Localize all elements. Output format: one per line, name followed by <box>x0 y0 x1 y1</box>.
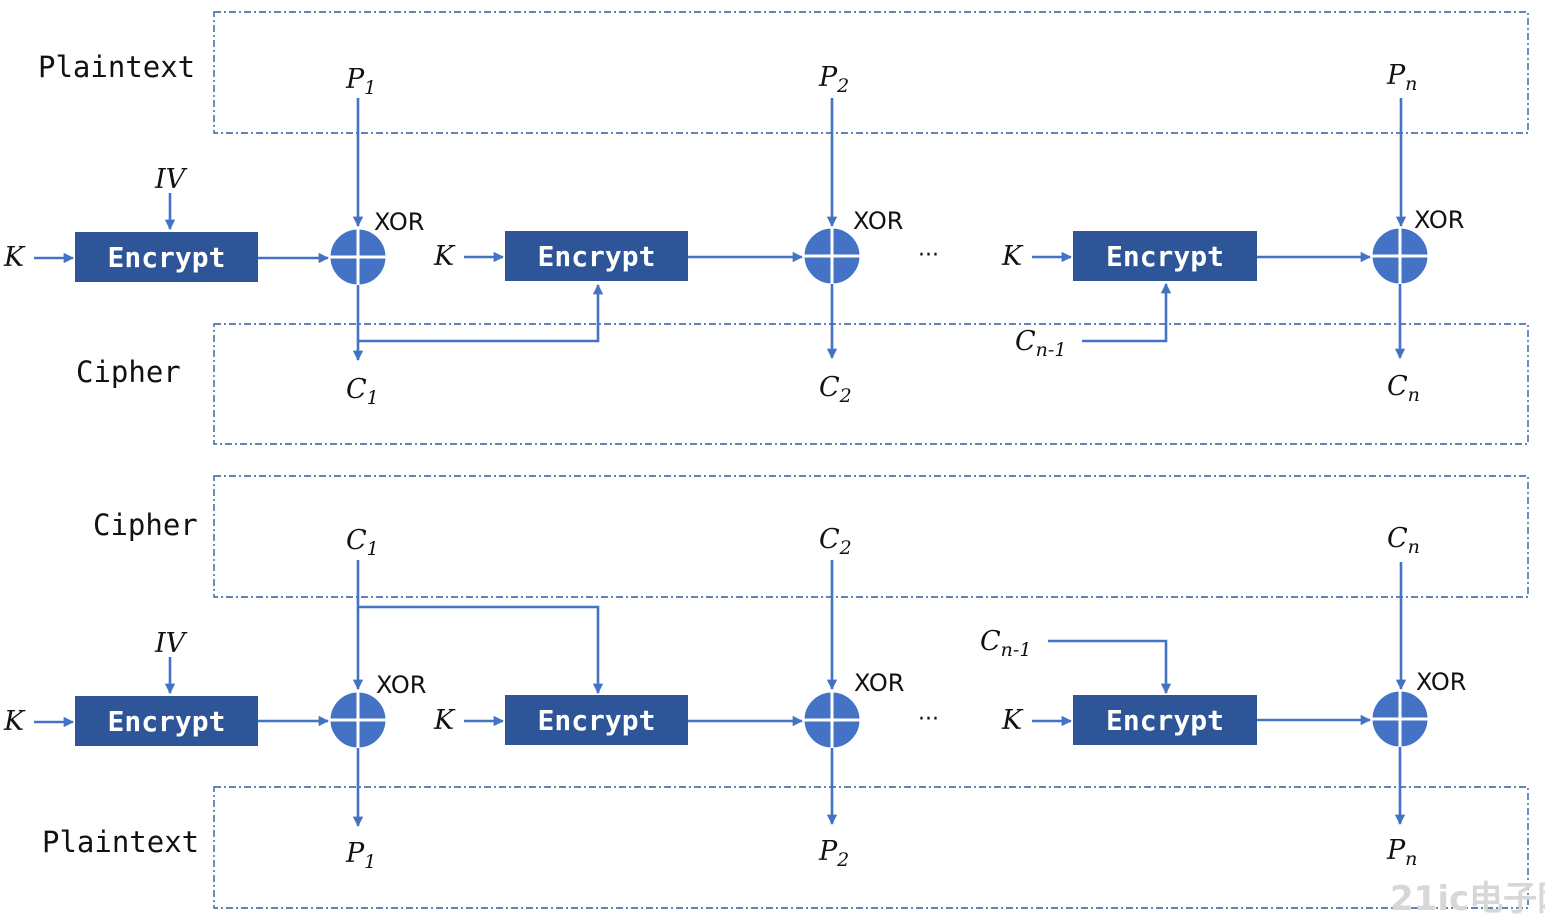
plaintext-input-label: Pn <box>1386 60 1417 95</box>
feedback-arrow <box>358 283 604 343</box>
region-label-plaintext: Plaintext <box>38 50 195 84</box>
plaintext-input-label: P2 <box>818 62 849 97</box>
xor-label: XOR <box>374 208 424 236</box>
plaintext-region <box>213 11 1529 134</box>
key-label: K <box>433 705 456 736</box>
region-label-cipher: Cipher <box>93 508 198 542</box>
plaintext-output-label: P1 <box>345 838 376 873</box>
cipher-input-label: Cn <box>1387 523 1420 558</box>
key-label: K <box>3 242 26 273</box>
encryption-diagram: Plaintext Cipher IV K Encrypt XOR P1 C1 … <box>3 11 1529 445</box>
cipher-output-label: C1 <box>346 374 379 409</box>
xor-label: XOR <box>1416 668 1466 696</box>
plaintext-region <box>213 786 1529 909</box>
cipher-region <box>213 475 1529 598</box>
key-label: K <box>1001 705 1024 736</box>
ellipsis: ··· <box>918 243 939 268</box>
encrypt-block-n <box>1073 695 1257 745</box>
plaintext-output-label: P2 <box>818 836 849 871</box>
xor-label: XOR <box>1414 206 1464 234</box>
xor-label: XOR <box>854 669 904 697</box>
cipher-input-label: C1 <box>346 525 379 560</box>
feedback-arrow <box>1082 282 1172 343</box>
xor-label: XOR <box>853 207 903 235</box>
iv-label: IV <box>154 164 188 195</box>
ellipsis: ··· <box>918 707 939 732</box>
feedback-label: Cn-1 <box>1015 326 1066 361</box>
cipher-input-label: C2 <box>819 524 852 559</box>
encrypt-block-label: Encrypt <box>107 241 225 274</box>
feedback-label: Cn-1 <box>980 626 1031 661</box>
xor-node-1 <box>329 228 387 286</box>
encrypt-block-label: Encrypt <box>107 705 225 738</box>
xor-node-2 <box>803 227 861 285</box>
encrypt-block-label: Encrypt <box>537 704 655 737</box>
region-label-cipher: Cipher <box>76 355 181 389</box>
cipher-output-label: Cn <box>1387 371 1420 406</box>
encrypt-block-label: Encrypt <box>1106 240 1224 273</box>
cipher-output-label: C2 <box>819 372 852 407</box>
watermark: 21ic电子网 <box>1390 879 1545 919</box>
xor-node-n <box>1371 690 1429 748</box>
plaintext-input-label: P1 <box>345 64 376 99</box>
xor-node-1 <box>329 691 387 749</box>
feedback-arrow <box>1048 639 1172 695</box>
encrypt-block-label: Encrypt <box>537 240 655 273</box>
encrypt-block-2 <box>505 695 688 745</box>
encrypt-block-1 <box>75 232 258 282</box>
xor-label: XOR <box>376 671 426 699</box>
key-label: K <box>1001 241 1024 272</box>
cipher-region <box>213 323 1529 445</box>
region-label-plaintext: Plaintext <box>42 825 199 859</box>
xor-node-2 <box>803 691 861 749</box>
decryption-diagram: Cipher Plaintext IV K Encrypt XOR C1 P1 … <box>3 475 1529 909</box>
key-label: K <box>433 241 456 272</box>
xor-node-n <box>1371 227 1429 285</box>
key-label: K <box>3 706 26 737</box>
plaintext-output-label: Pn <box>1386 835 1417 870</box>
feedback-arrow <box>358 605 604 695</box>
encrypt-block-2 <box>505 231 688 281</box>
iv-label: IV <box>154 628 188 659</box>
encrypt-block-label: Encrypt <box>1106 704 1224 737</box>
encrypt-block-n <box>1073 231 1257 281</box>
encrypt-block-1 <box>75 696 258 746</box>
